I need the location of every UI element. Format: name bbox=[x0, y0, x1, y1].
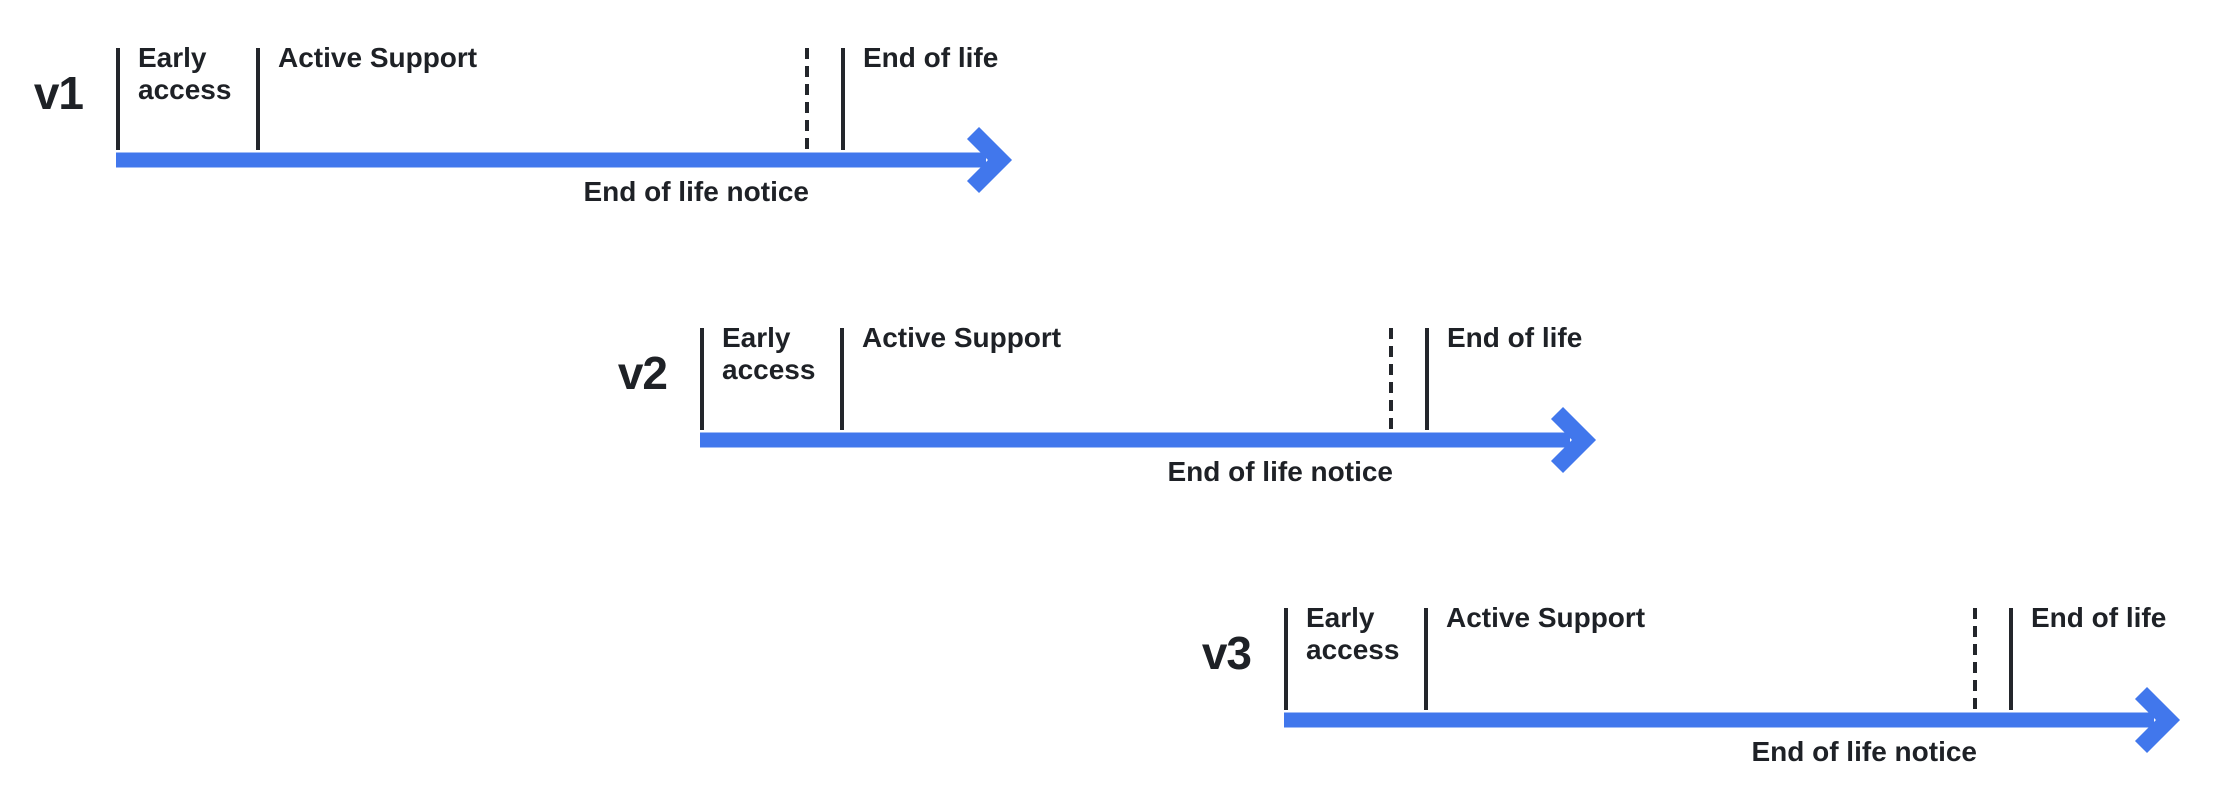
active-support-label: Active Support bbox=[278, 42, 478, 73]
timeline-arrow-head-icon bbox=[2134, 686, 2181, 754]
version-label: v1 bbox=[33, 67, 84, 119]
version-label: v3 bbox=[1201, 627, 1252, 679]
active-support-label: Active Support bbox=[862, 322, 1062, 353]
timeline-arrow-head-icon bbox=[1550, 406, 1597, 474]
timeline-graphic bbox=[1284, 608, 2181, 754]
early-access-label: Early access bbox=[1306, 602, 1400, 665]
timeline-graphic bbox=[116, 48, 1013, 194]
eol-notice-label: End of life notice bbox=[1751, 736, 1977, 767]
eol-notice-label: End of life notice bbox=[583, 176, 809, 207]
timeline-graphic bbox=[700, 328, 1597, 474]
early-access-label: Early access bbox=[722, 322, 816, 385]
timeline-v2: v2 Early access Active Support End of li… bbox=[602, 322, 1612, 508]
timeline-v3: v3 Early access Active Support End of li… bbox=[1186, 602, 2196, 788]
end-of-life-label: End of life bbox=[1447, 322, 1583, 353]
early-access-label: Early access bbox=[138, 42, 232, 105]
end-of-life-label: End of life bbox=[2031, 602, 2167, 633]
timeline-v1: v1 Early access Active Support End of li… bbox=[18, 42, 1028, 228]
eol-notice-label: End of life notice bbox=[1167, 456, 1393, 487]
active-support-label: Active Support bbox=[1446, 602, 1646, 633]
version-label: v2 bbox=[617, 347, 668, 399]
end-of-life-label: End of life bbox=[863, 42, 999, 73]
timeline-arrow-head-icon bbox=[966, 126, 1013, 194]
